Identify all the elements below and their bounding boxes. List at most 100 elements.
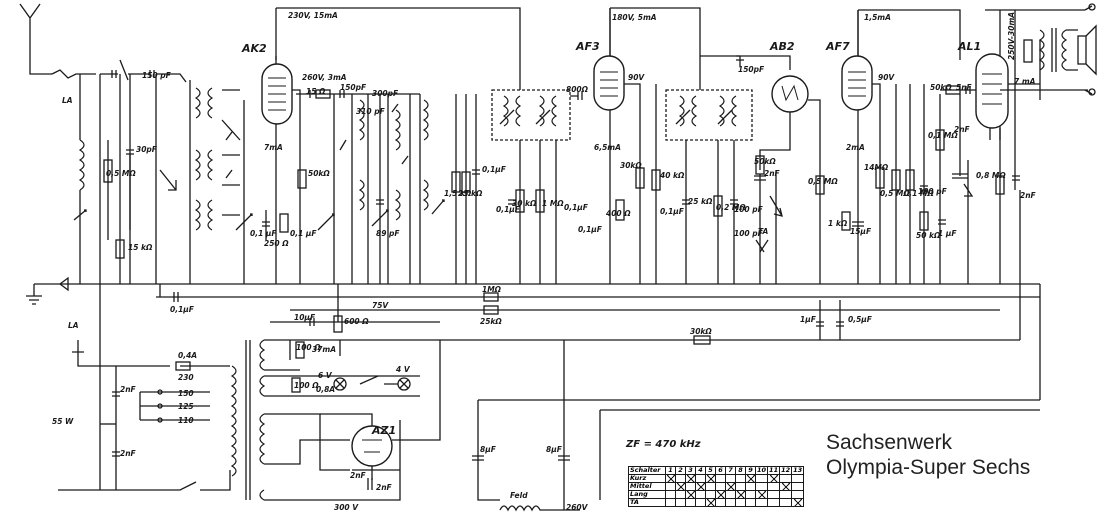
r08m-label: 0,8 MΩ — [976, 171, 1006, 180]
tube-al1-label: AL1 — [957, 40, 981, 53]
r50k2-label: 50kΩ — [754, 157, 776, 166]
switch-table-cell — [735, 490, 746, 499]
r15k2-label: 1,5 kΩ — [444, 189, 472, 198]
r400-label: 400 Ω — [606, 209, 631, 218]
tube-af3 — [593, 8, 661, 284]
switch-table-cell — [695, 498, 706, 507]
c2nf6-label: 2nF — [350, 471, 367, 480]
feld-label: Feld — [510, 491, 528, 500]
switch-table-cell — [695, 490, 706, 499]
if-transformer-1 — [491, 60, 583, 284]
title-model: Olympia-Super Sechs — [826, 456, 1031, 479]
switch-table-cell — [745, 498, 756, 507]
power-transformer — [230, 339, 440, 501]
r250-label: 250 Ω — [264, 239, 289, 248]
antenna-la-label: LA — [62, 96, 73, 105]
c05-label: 0,5μF — [848, 315, 873, 324]
tube-al1-supply: 250V-30mA — [1007, 12, 1016, 60]
tube-az1-label: AZ1 — [371, 424, 396, 437]
i65-label: 6,5mA — [594, 143, 621, 152]
c5nf-label: 5nF — [956, 83, 973, 92]
r01m-label: 0,1 MΩ — [904, 189, 934, 198]
v150-label: 150 — [178, 389, 194, 398]
mains-section — [58, 284, 231, 491]
c2nf5-label: 2nF — [120, 449, 137, 458]
c2nf2-label: 2nF — [954, 125, 971, 134]
i7ma-label: 7mA — [264, 143, 283, 152]
i37-label: 37mA — [312, 345, 336, 354]
c2nf7-label: 2nF — [376, 483, 393, 492]
ground-rail — [26, 276, 1040, 305]
r30k2-label: 30kΩ — [620, 161, 642, 170]
c89-label: 89 pF — [376, 229, 400, 238]
c01f-label: 0,1μF — [578, 225, 603, 234]
switch-table-cell — [705, 474, 716, 483]
title-manufacturer: Sachsenwerk — [826, 431, 953, 454]
c01-label: 0,1 μF — [250, 229, 277, 238]
v6-label: 6 V — [318, 371, 333, 380]
r50k-label: 50kΩ — [308, 169, 330, 178]
r25kohm-label: 25kΩ — [480, 317, 502, 326]
tube-al1 — [935, 53, 1040, 284]
switch-table-cell — [791, 474, 805, 483]
r30k-label: 30 kΩ — [512, 199, 537, 208]
r50k3-label: 50 kΩ — [916, 231, 941, 240]
v125-label: 125 — [178, 402, 194, 411]
c01c-label: 0,1μF — [482, 165, 507, 174]
switch-table-row: Mittel — [628, 482, 805, 491]
switch-table-cell — [665, 474, 676, 483]
c1uf-label: 1μF — [800, 315, 817, 324]
r1mohm-label: 1MΩ — [482, 285, 502, 294]
switch-table-cell — [715, 482, 726, 491]
switch-table-cell — [767, 474, 781, 483]
c1-label: 1 μF — [938, 229, 957, 238]
switch-table-cell — [685, 498, 696, 507]
switch-table-cell — [745, 490, 756, 499]
r05m-label: 0,5 MΩ — [808, 177, 838, 186]
c100-label: 100 pF — [918, 187, 948, 196]
r1m-label: 1 MΩ — [542, 199, 564, 208]
r05-label: 0,5 MΩ — [106, 169, 136, 178]
switch-table-cell — [665, 490, 676, 499]
if-input-network — [451, 94, 480, 284]
c2nf4-label: 2nF — [120, 385, 137, 394]
switch-table-cell — [665, 482, 676, 491]
switch-table-row: Lang — [628, 490, 805, 499]
switch-table-column-header: 2 — [675, 466, 686, 475]
switch-table-cell — [695, 482, 706, 491]
tube-ab2-label: AB2 — [769, 40, 795, 53]
switch-table-cell — [725, 482, 736, 491]
c30pf-label: 30pF — [136, 145, 158, 154]
switch-table-cell — [754, 490, 769, 499]
v4-label: 4 V — [396, 365, 411, 374]
c01g-label: 0,1μF — [660, 207, 685, 216]
switch-table-cell — [767, 490, 781, 499]
r800-label: 800Ω — [566, 85, 589, 94]
v260-label: 260V — [566, 503, 589, 512]
switch-table-column-header: 13 — [791, 466, 805, 475]
switch-table-cell — [665, 498, 676, 507]
c150pf3-label: 150pF — [738, 65, 765, 74]
switch-table-cell — [791, 498, 805, 507]
switch-table-cell — [791, 482, 805, 491]
c2nf3-label: 2nF — [1020, 191, 1037, 200]
r30k3-label: 30kΩ — [690, 327, 712, 336]
switch-table-cell — [745, 482, 756, 491]
switch-table-cell — [675, 498, 686, 507]
switch-table-cell — [735, 474, 746, 483]
tube-az1 — [320, 340, 441, 490]
c15-label: 15μF — [850, 227, 872, 236]
c150pf-label: 150 pF — [142, 71, 172, 80]
switch-table-cell — [675, 490, 686, 499]
c10-label: 10μF — [294, 313, 316, 322]
tube-af7 — [841, 10, 946, 284]
c01b-label: 0,1 μF — [290, 229, 317, 238]
switch-table-cell — [675, 474, 686, 483]
switch-table-cell — [745, 474, 756, 483]
switch-table-column-header: 3 — [685, 466, 696, 475]
switch-table-cell — [779, 490, 793, 499]
v110-label: 110 — [178, 416, 194, 425]
